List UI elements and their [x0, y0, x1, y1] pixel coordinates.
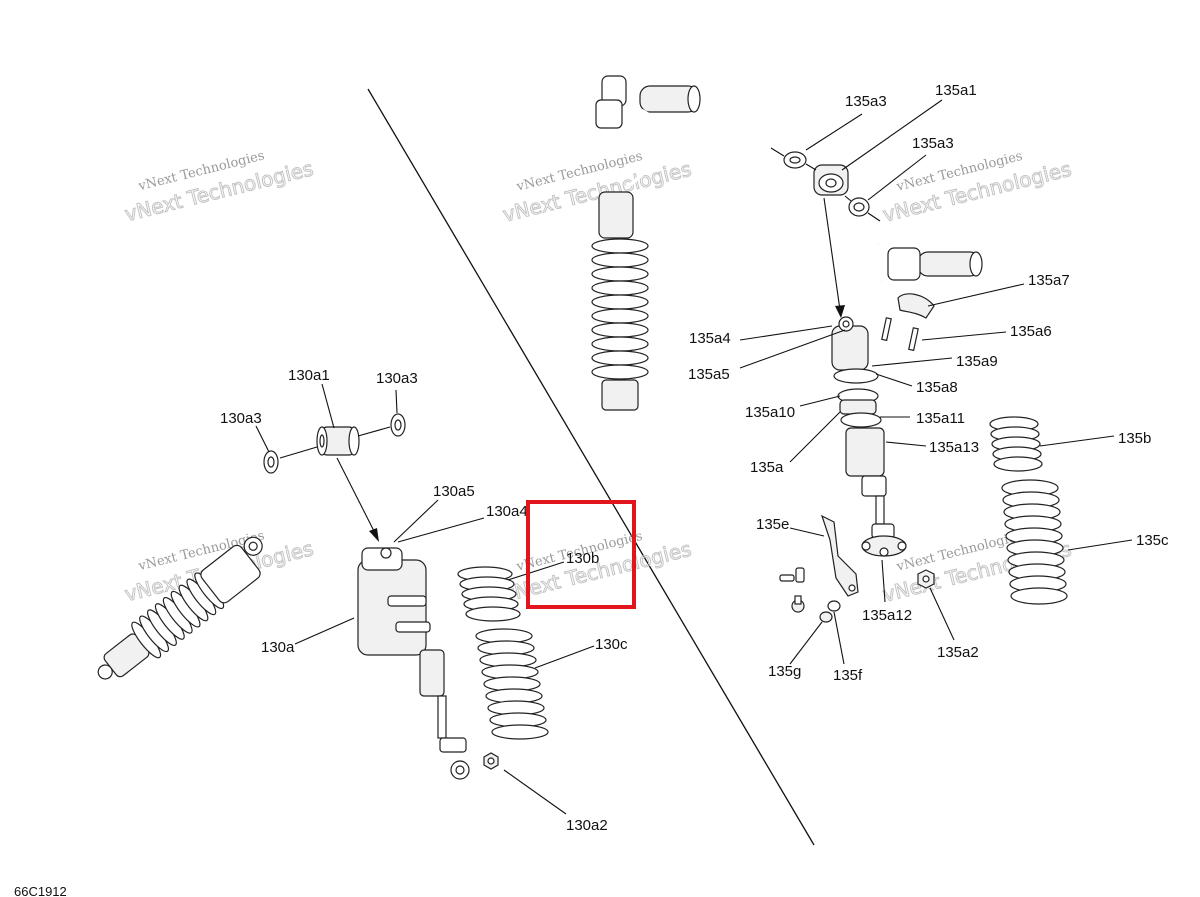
callout-135f: 135f: [833, 667, 863, 684]
callout-135g: 135g: [768, 663, 801, 680]
part-135a7-reservoir: [854, 243, 983, 319]
part-135a1-bushing: [813, 164, 849, 196]
callout-135a: 135a: [750, 459, 784, 476]
callout-130a3-left: 130a3: [220, 410, 262, 427]
callout-130a4: 130a4: [486, 503, 528, 520]
callout-135a4: 135a4: [689, 330, 731, 347]
part-130a3-washer-left: [263, 450, 279, 474]
callout-135a6: 135a6: [1010, 323, 1052, 340]
part-135g-screw: [779, 567, 805, 613]
assembly-arrow-head: [369, 528, 379, 542]
part-130a3-washer-right: [390, 413, 406, 437]
part-135a-shock-body: [831, 316, 895, 539]
figure-id: 66C1912: [14, 884, 67, 897]
part-135a3-washer-top: [783, 151, 807, 169]
part-135a6-pins: [881, 317, 919, 352]
part-135b-spring: [989, 416, 1043, 472]
highlight-box: [526, 500, 636, 609]
assembly-axis-line: [867, 212, 881, 222]
callout-130a: 130a: [261, 639, 295, 656]
part-135e-bracket: [820, 514, 859, 597]
assembly-axis-line: [844, 195, 852, 202]
part-135f-nut: [819, 600, 841, 623]
callout-130a5: 130a5: [433, 483, 475, 500]
part-130c-spring: [475, 628, 549, 740]
callout-135a7: 135a7: [1028, 272, 1070, 289]
callout-135a2: 135a2: [937, 644, 979, 661]
callout-135a1: 135a1: [935, 82, 977, 99]
section-divider-line: [367, 88, 815, 846]
assembly-arrow-head: [835, 305, 845, 318]
callout-135a3-top: 135a3: [845, 93, 887, 110]
assembly-axis-line: [770, 147, 785, 157]
callout-135a11: 135a11: [916, 410, 965, 427]
callout-135a5: 135a5: [688, 366, 730, 383]
watermark-left-top: vNext Technologies vNext Technologies: [122, 148, 316, 226]
part-135a3-washer-mid: [848, 197, 870, 217]
callout-130a3-right: 130a3: [376, 370, 418, 387]
part-130a2-nut: [483, 752, 499, 770]
callout-135a8: 135a8: [916, 379, 958, 396]
callout-135b: 135b: [1118, 430, 1151, 447]
callout-135e: 135e: [756, 516, 789, 533]
part-135a12-lower-mount: [861, 535, 907, 557]
callout-130a2: 130a2: [566, 817, 608, 834]
part-135c-spring: [1001, 479, 1068, 605]
callout-135a3-mid: 135a3: [912, 135, 954, 152]
watermark-right-top: vNext Technologies vNext Technologies: [880, 149, 1074, 227]
callout-135a10: 135a10: [745, 404, 795, 421]
callout-135a12: 135a12: [862, 607, 912, 624]
part-130a-shock-body: [357, 547, 470, 780]
assembly-arrow: [336, 457, 377, 536]
front-shock-assembly-illustration: [97, 536, 263, 680]
part-135a2-nut: [917, 569, 935, 589]
assembly-axis-line: [357, 426, 391, 437]
part-130a1-bushing: [316, 426, 360, 456]
assembly-axis-line: [279, 446, 318, 459]
callout-135a13: 135a13: [929, 439, 979, 456]
assembly-arrow: [823, 197, 841, 311]
callout-135c: 135c: [1136, 532, 1169, 549]
watermark-center-top: vNext Technologies vNext Technologies: [500, 149, 694, 227]
rear-shock-assembly-illustration: [591, 75, 701, 411]
assembly-axis-line: [805, 163, 817, 171]
callout-130b: 130b: [566, 550, 599, 567]
callout-135a9: 135a9: [956, 353, 998, 370]
callout-130c: 130c: [595, 636, 628, 653]
leader-lines: [255, 99, 1133, 815]
callout-130a1: 130a1: [288, 367, 330, 384]
part-130b-spring: [457, 566, 521, 622]
